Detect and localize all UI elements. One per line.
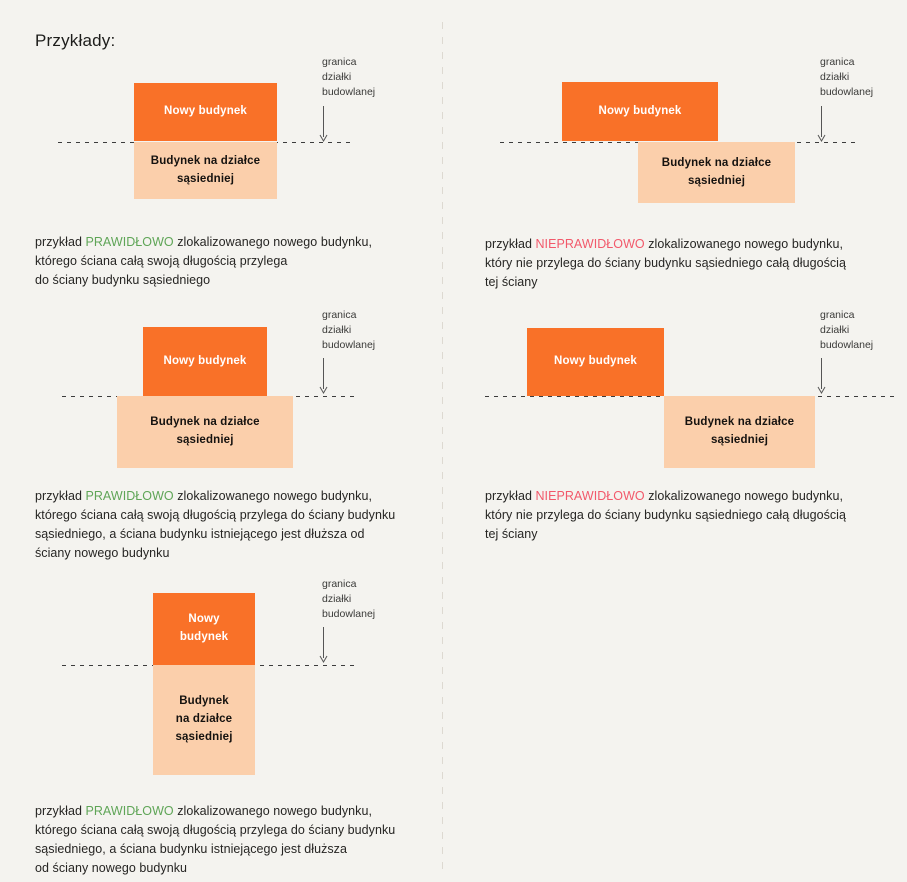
neighbour-building-box: Budynek na działce sąsiedniej [664,396,815,468]
verdict-badge: PRAWIDŁOWO [85,235,174,249]
diagram-right-1: Nowy budynek Budynek na działce sąsiedni… [442,0,907,215]
caption-left-3: przykład PRAWIDŁOWO zlokalizowanego nowe… [35,802,445,878]
boundary-arrow-icon [319,627,328,663]
new-building-box: Nowy budynek [134,83,277,141]
neighbour-building-box: Budynek na działce sąsiedniej [153,665,255,775]
diagram-right-2: Nowy budynek Budynek na działce sąsiedni… [442,300,907,480]
caption-rest: zlokalizowanego nowego budynku, którego … [35,489,396,560]
neighbour-building-box: Budynek na działce sąsiedniej [117,396,293,468]
caption-rest: zlokalizowanego nowego budynku, który ni… [485,237,847,289]
diagram-left-2: Nowy budynek Budynek na działce sąsiedni… [0,300,442,480]
verdict-badge: PRAWIDŁOWO [85,804,174,818]
caption-prefix: przykład [35,489,86,503]
caption-left-2: przykład PRAWIDŁOWO zlokalizowanego nowe… [35,487,445,563]
verdict-badge: NIEPRAWIDŁOWO [535,237,645,251]
new-building-box: Nowy budynek [153,593,255,665]
boundary-annotation-label: granica działki budowlanej [322,56,376,98]
verdict-badge: PRAWIDŁOWO [85,489,174,503]
neighbour-building-label: Budynek na działce sąsiedniej [684,416,795,446]
page-title: Przykłady: [35,31,116,50]
neighbour-building-label: Budynek na działce sąsiedniej [150,416,260,446]
new-building-box: Nowy budynek [527,328,664,396]
boundary-annotation-label: granica działki budowlanej [820,56,874,98]
boundary-annotation-label: granica działki budowlanej [322,309,376,351]
neighbour-building-box: Budynek na działce sąsiedniej [134,142,277,199]
caption-left-1: przykład PRAWIDŁOWO zlokalizowanego nowe… [35,233,435,290]
new-building-label: Nowy budynek [598,104,682,117]
boundary-arrow-icon [319,358,328,394]
neighbour-building-label: Budynek na działce sąsiedniej [175,695,233,743]
new-building-label: Nowy budynek [164,105,247,118]
boundary-arrow-icon [817,106,826,142]
boundary-arrow-icon [319,106,328,142]
neighbour-building-label: Budynek na działce sąsiedniej [150,154,261,185]
verdict-badge: NIEPRAWIDŁOWO [535,489,645,503]
caption-prefix: przykład [485,489,536,503]
new-building-box: Nowy budynek [143,327,267,396]
diagram-left-3: Nowy budynek Budynek na działce sąsiedni… [0,565,442,790]
caption-rest: zlokalizowanego nowego budynku, którego … [35,804,396,875]
new-building-label: Nowy budynek [179,613,229,643]
caption-right-1: przykład NIEPRAWIDŁOWO zlokalizowanego n… [485,235,895,292]
caption-prefix: przykład [485,237,536,251]
diagram-left-1: Nowy budynek Budynek na działce sąsiedni… [0,0,442,210]
boundary-annotation-label: granica działki budowlanej [820,309,874,351]
neighbour-building-label: Budynek na działce sąsiedniej [661,156,772,187]
boundary-annotation-label: granica działki budowlanej [322,578,376,620]
boundary-arrow-icon [817,358,826,394]
caption-prefix: przykład [35,235,86,249]
caption-rest: zlokalizowanego nowego budynku, którego … [35,235,372,287]
caption-prefix: przykład [35,804,86,818]
caption-rest: zlokalizowanego nowego budynku, który ni… [485,489,847,541]
caption-right-2: przykład NIEPRAWIDŁOWO zlokalizowanego n… [485,487,895,544]
new-building-label: Nowy budynek [163,354,247,367]
column-divider [442,22,443,874]
new-building-box: Nowy budynek [562,82,718,141]
new-building-label: Nowy budynek [554,355,637,368]
neighbour-building-box: Budynek na działce sąsiedniej [638,142,795,203]
